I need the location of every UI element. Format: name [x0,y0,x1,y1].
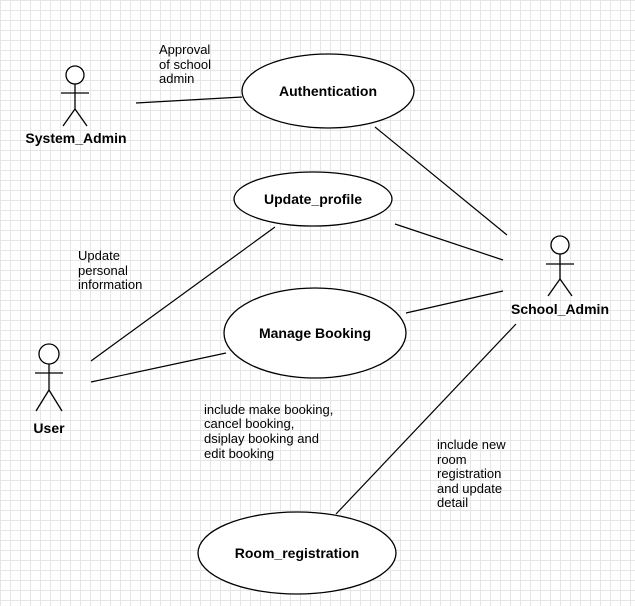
assoc-user-managebooking[interactable] [90,352,227,383]
stick-figure-icon [35,343,63,412]
note-booking-include: include make booking, cancel booking, ds… [204,402,337,461]
use-case-manage-booking-label: Manage Booking [259,325,371,341]
note-room-include: include new room registration and update… [437,437,509,510]
actor-user[interactable]: User [33,343,65,436]
actor-system-admin-label: System_Admin [25,130,126,146]
use-case-room-registration[interactable]: Room_registration [197,511,397,595]
actor-system-admin[interactable]: System_Admin [25,65,127,146]
assoc-user-updateprofile[interactable] [90,226,276,362]
stick-figure-icon [61,65,89,127]
actor-user-label: User [33,420,65,436]
use-case-room-registration-label: Room_registration [235,545,359,561]
actor-school-admin[interactable]: School_Admin [511,235,609,317]
assoc-authentication-schooladmin[interactable] [374,126,508,236]
use-case-update-profile[interactable]: Update_profile [233,171,393,227]
use-case-manage-booking[interactable]: Manage Booking [223,287,407,379]
assoc-roomregistration-schooladmin[interactable] [335,323,517,515]
use-case-authentication[interactable]: Authentication [241,53,415,129]
actor-school-admin-label: School_Admin [511,301,609,317]
note-approval: Approval of school admin [159,42,215,86]
assoc-sysadmin-authentication[interactable] [135,96,243,104]
assoc-managebooking-schooladmin[interactable] [405,290,504,314]
assoc-updateprofile-schooladmin[interactable] [394,223,504,261]
stick-figure-icon [546,235,574,297]
use-case-update-profile-label: Update_profile [264,191,362,207]
use-case-authentication-label: Authentication [279,83,377,99]
note-update-personal: Update personal information [78,248,142,292]
